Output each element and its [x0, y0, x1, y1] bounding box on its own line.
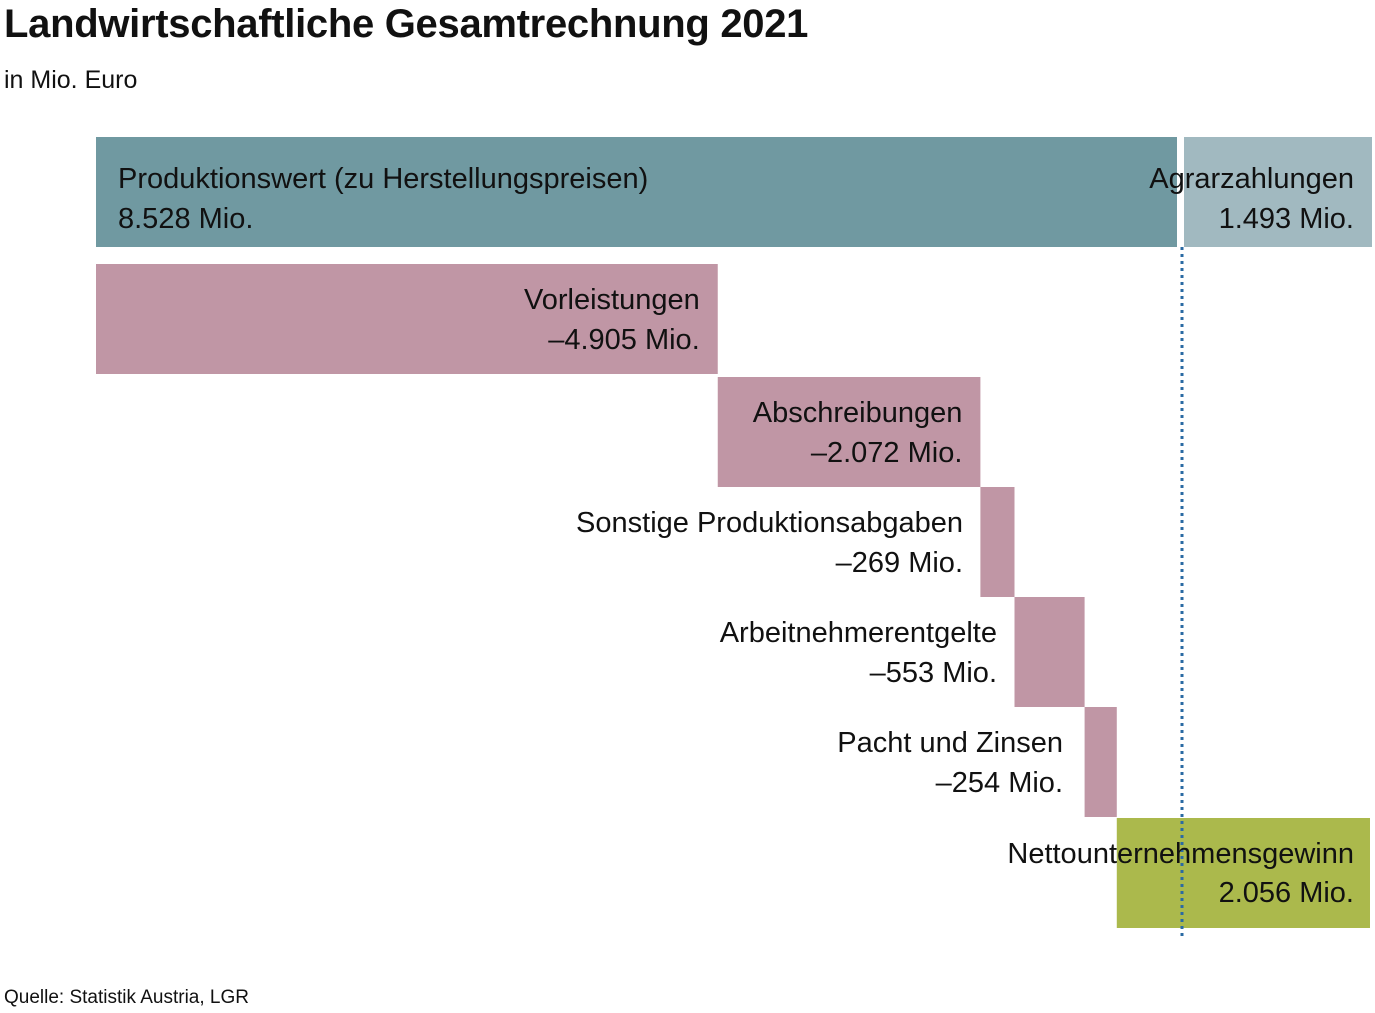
bar-value-pacht-und-zinsen: –254 Mio.	[936, 767, 1063, 799]
bar-value-nettounternehmensgewinn: 2.056 Mio.	[1219, 877, 1354, 909]
bar-value-produktionswert-zu-herstellungspreisen: 8.528 Mio.	[118, 203, 253, 235]
bar-value-agrarzahlungen: 1.493 Mio.	[1219, 203, 1354, 235]
bar-name-abschreibungen: Abschreibungen	[753, 397, 963, 429]
bar-value-sonstige-produktionsabgaben: –269 Mio.	[836, 547, 963, 579]
bar-name-nettounternehmensgewinn: Nettounternehmensgewinn	[1007, 838, 1354, 870]
bar-agrarzahlungen	[1184, 137, 1372, 247]
bar-produktionswert-zu-herstellungspreisen	[96, 137, 1177, 247]
chart-title: Landwirtschaftliche Gesamtrechnung 2021	[4, 2, 809, 46]
bar-name-agrarzahlungen: Agrarzahlungen	[1149, 163, 1354, 195]
bar-name-arbeitnehmerentgelte: Arbeitnehmerentgelte	[720, 617, 997, 649]
chart-subtitle: in Mio. Euro	[4, 66, 138, 94]
bar-value-abschreibungen: –2.072 Mio.	[811, 437, 963, 469]
bars-layer	[96, 137, 1372, 928]
bar-arbeitnehmerentgelte	[1014, 597, 1085, 707]
bar-name-produktionswert-zu-herstellungspreisen: Produktionswert (zu Herstellungspreisen)	[118, 163, 648, 195]
bar-abschreibungen	[717, 377, 981, 487]
bar-name-vorleistungen: Vorleistungen	[524, 284, 700, 316]
bar-vorleistungen	[96, 264, 718, 374]
labels-layer: Produktionswert (zu Herstellungspreisen)…	[118, 163, 1354, 909]
bar-value-vorleistungen: –4.905 Mio.	[548, 324, 700, 356]
chart-source: Quelle: Statistik Austria, LGR	[4, 987, 249, 1008]
bar-value-arbeitnehmerentgelte: –553 Mio.	[870, 657, 997, 689]
bar-name-sonstige-produktionsabgaben: Sonstige Produktionsabgaben	[576, 507, 963, 539]
bar-name-pacht-und-zinsen: Pacht und Zinsen	[837, 727, 1063, 759]
bar-nettounternehmensgewinn	[1116, 818, 1370, 928]
bar-pacht-und-zinsen	[1084, 707, 1117, 817]
bar-sonstige-produktionsabgaben	[980, 487, 1015, 597]
